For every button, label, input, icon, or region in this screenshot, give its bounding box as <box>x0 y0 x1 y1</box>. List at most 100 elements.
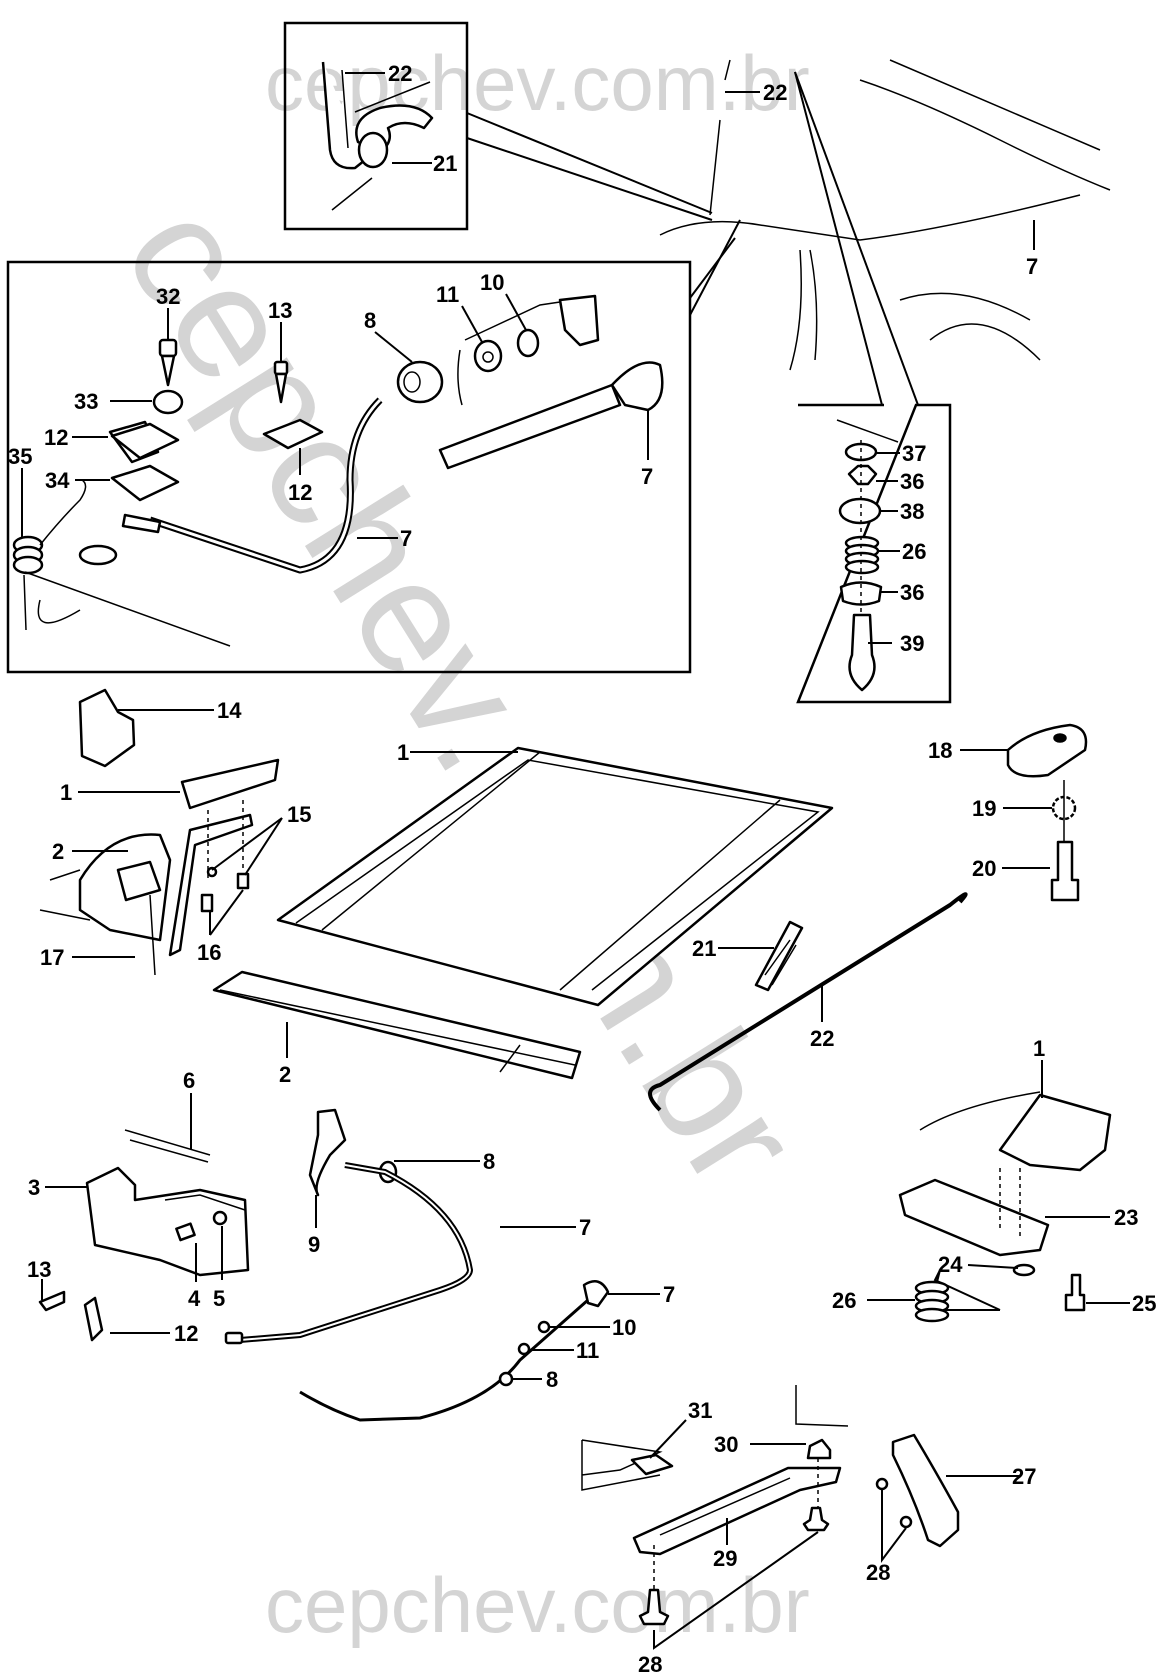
screw-28-b <box>899 1515 913 1529</box>
hood-1 <box>276 746 834 1007</box>
cable-knob-7 <box>582 1280 610 1308</box>
latch-rod-6 <box>124 1129 211 1163</box>
bolt-16 <box>200 893 214 913</box>
vehicle-front-sketch: 22 7 <box>659 59 1111 406</box>
callout-7-top: 7 <box>1026 254 1038 279</box>
latch-and-cable-group: 3 6 4 5 13 12 9 8 7 7 10 <box>27 1068 675 1422</box>
callout-20: 20 <box>972 856 996 881</box>
callout-1-right: 1 <box>1033 1036 1045 1061</box>
inset-frame <box>6 260 692 674</box>
bracket-23 <box>898 1178 1050 1257</box>
callout-9: 9 <box>308 1232 320 1257</box>
retainer-34 <box>110 464 180 502</box>
support-rod-group: 18 19 20 21 22 <box>648 723 1088 1112</box>
hinge-brace-group: 31 30 29 27 28 28 <box>581 1385 1036 1677</box>
inset-rod-clip: 22 21 <box>283 21 713 231</box>
nut-11 <box>517 1342 531 1356</box>
callout-21: 21 <box>692 936 716 961</box>
rod-pad-18 <box>1006 723 1088 778</box>
inset-frame <box>283 21 469 231</box>
callout-22-top: 22 <box>763 80 787 105</box>
watermark-top: cepchev.com.br <box>265 39 810 127</box>
release-handle-9 <box>308 1108 347 1197</box>
callout-39: 39 <box>900 631 924 656</box>
washer-24 <box>1012 1263 1036 1277</box>
spring-35 <box>12 479 87 575</box>
clip-12-inset <box>262 418 324 450</box>
callout-34: 34 <box>45 468 70 493</box>
callout-12-inset-b: 12 <box>288 480 312 505</box>
callout-2-left: 2 <box>52 839 64 864</box>
bolt-4 <box>175 1222 196 1242</box>
callout-15: 15 <box>287 802 311 827</box>
callout-13: 13 <box>27 1257 51 1282</box>
callout-11-inset: 11 <box>436 282 459 307</box>
nut-30 <box>806 1438 832 1460</box>
callout-3: 3 <box>28 1175 40 1200</box>
washer-15-a <box>206 866 218 878</box>
hood-seal-2 <box>212 970 582 1080</box>
hood-edge-1-right <box>998 1093 1112 1172</box>
callout-27: 27 <box>1012 1464 1036 1489</box>
callout-35: 35 <box>8 444 32 469</box>
support-rod-22 <box>648 892 968 1112</box>
callout-2-seal: 2 <box>279 1062 291 1087</box>
callout-14: 14 <box>217 698 242 723</box>
bumper-stud-39 <box>848 613 876 692</box>
screw-28-a <box>875 1477 889 1491</box>
watermark-diagonal: cepchev.com.br <box>91 173 835 1216</box>
callout-7-b: 7 <box>663 1282 675 1307</box>
callout-26-inset: 26 <box>902 539 926 564</box>
callout-11: 11 <box>576 1338 599 1363</box>
callout-1-hood: 1 <box>397 740 409 765</box>
bolt-20 <box>1050 840 1080 902</box>
nut-5 <box>212 1210 228 1226</box>
callout-38: 38 <box>900 499 924 524</box>
callout-12: 12 <box>174 1321 198 1346</box>
callout-8-inset: 8 <box>364 308 376 333</box>
callout-22-inset: 22 <box>388 61 412 86</box>
callout-21-inset: 21 <box>433 151 457 176</box>
bumper-14 <box>78 688 136 768</box>
callout-28-right: 28 <box>866 1560 890 1585</box>
callout-25: 25 <box>1132 1291 1156 1316</box>
screw-28-c <box>638 1588 670 1626</box>
brace-29 <box>632 1466 842 1556</box>
bolt-32 <box>158 338 178 358</box>
bolt-15-b <box>236 872 250 890</box>
callout-4: 4 <box>188 1286 201 1311</box>
watermark-bottom: cepchev.com.br <box>265 1561 810 1649</box>
latch-bracket-3 <box>85 1166 250 1277</box>
callout-18: 18 <box>928 738 952 763</box>
bolt-25 <box>1064 1273 1086 1312</box>
hood-latch-assembly: 14 1 2 15 16 17 <box>39 688 311 976</box>
callout-6: 6 <box>183 1068 195 1093</box>
release-handle-inset <box>610 361 664 412</box>
cable-bracket-inset <box>558 294 600 347</box>
inset-bumper-stack: 37 36 38 26 36 39 <box>796 403 952 704</box>
release-cable-7 <box>239 1162 474 1343</box>
screw-28-d <box>802 1506 830 1532</box>
grommet-8-b <box>498 1371 514 1387</box>
washer-10 <box>537 1320 551 1334</box>
callout-30: 30 <box>714 1432 738 1457</box>
spring-26-inset <box>844 535 880 575</box>
callout-17: 17 <box>40 945 64 970</box>
callout-7-inset-a: 7 <box>641 464 653 489</box>
nut-31 <box>630 1453 674 1476</box>
support-rod-detail <box>321 61 366 170</box>
washer-33 <box>152 389 184 415</box>
callout-7-inset-b: 7 <box>400 526 412 551</box>
hood-bracket-1-left <box>180 758 280 810</box>
callout-16: 16 <box>197 940 221 965</box>
clip-12 <box>83 1296 104 1342</box>
callout-32: 32 <box>156 284 180 309</box>
callout-23: 23 <box>1114 1205 1138 1230</box>
hood-panel: 1 2 <box>212 740 834 1087</box>
hood-bumper-group: 1 23 24 25 26 <box>832 1036 1156 1323</box>
screw-13-inset <box>273 360 289 376</box>
callout-31: 31 <box>688 1398 712 1423</box>
inset-frame <box>796 403 952 704</box>
callout-8-a: 8 <box>483 1149 495 1174</box>
